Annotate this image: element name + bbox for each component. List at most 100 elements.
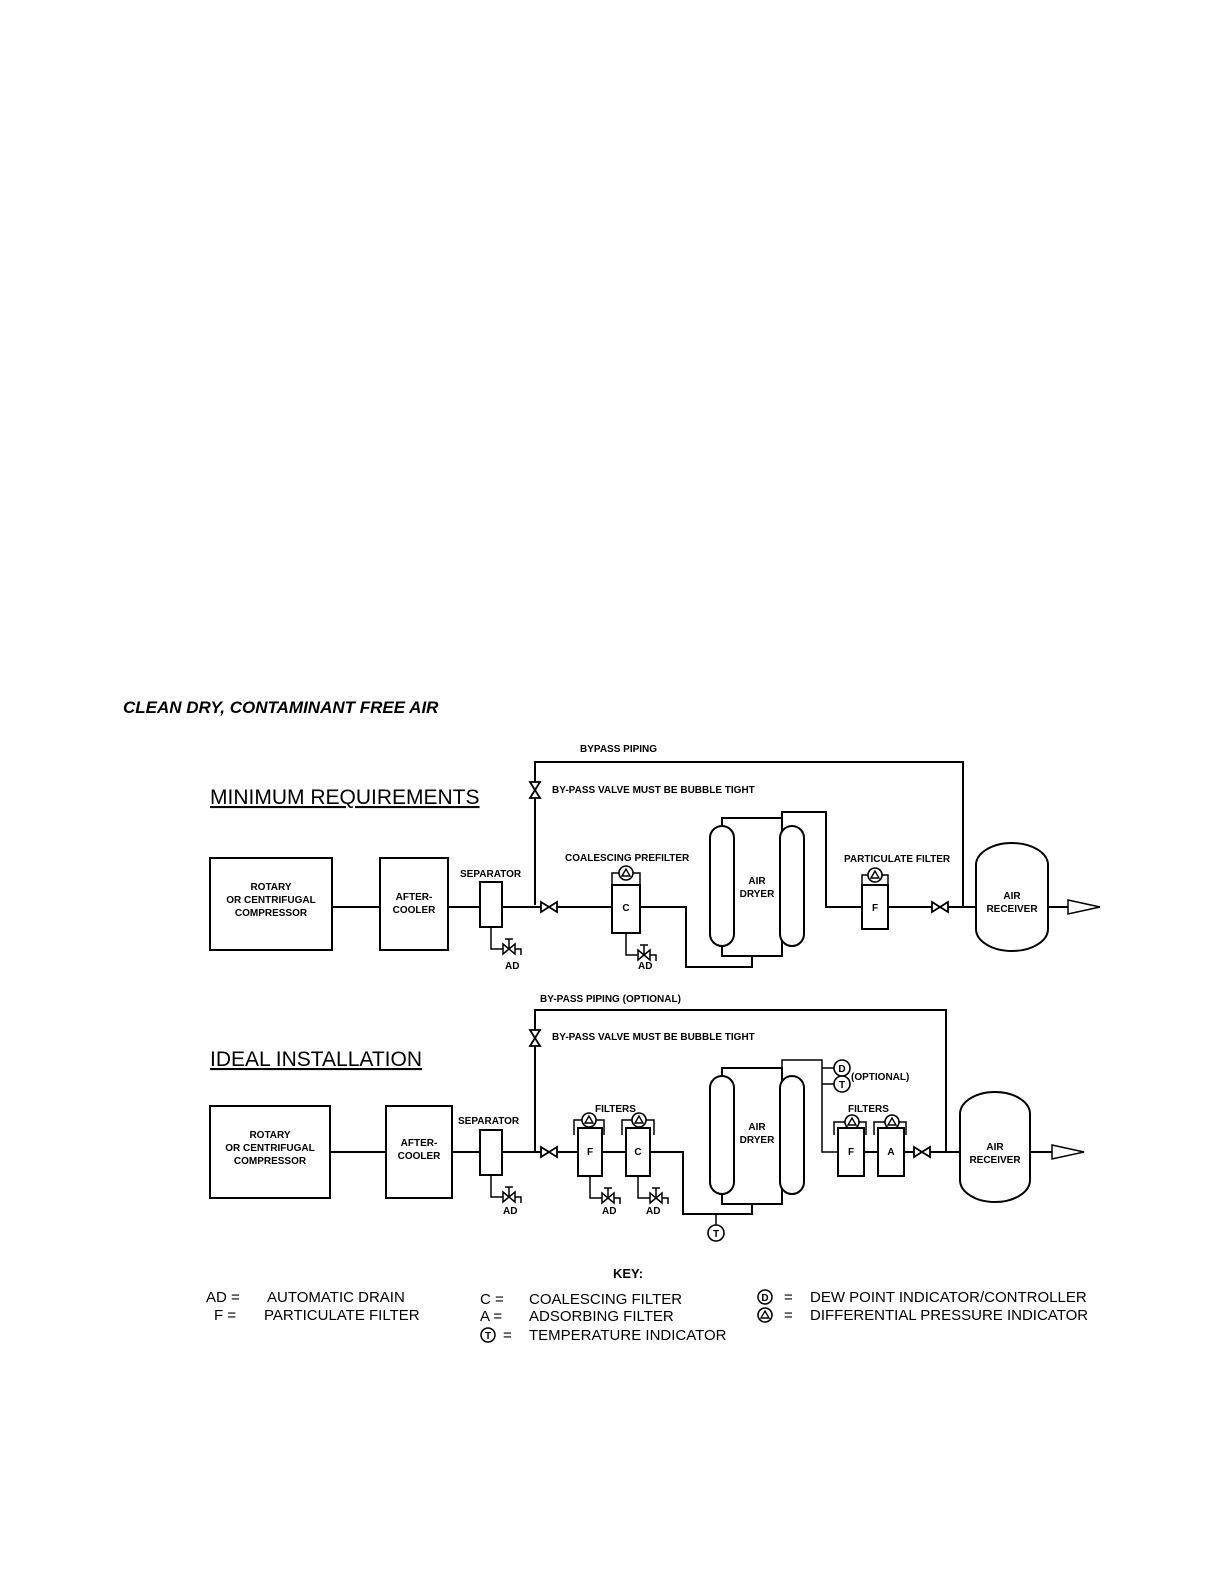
dryer-tower-right [779,825,805,947]
separator-drain-label: AD [505,961,519,972]
legend-key: KEY: AD = AUTOMATIC DRAIN F = PARTICULAT… [206,1266,1088,1344]
coalescing-prefilter-box [611,884,641,934]
prefilter-letter: C [622,903,629,914]
ideal-outlet-valve-icon [913,1146,931,1158]
bypass-piping-label: BYPASS PIPING [580,744,657,755]
ideal-filter-a-box [877,1127,905,1177]
ideal-optional-label: (OPTIONAL) [851,1072,909,1083]
ideal-filter-f2-letter: F [848,1147,854,1158]
key-d-symbol: D [761,1293,768,1304]
aftercooler-box [379,857,449,951]
key-equals-d: = [784,1289,793,1306]
ideal-compressor-label-2: OR CENTRIFUGAL [225,1143,314,1154]
ideal-separator-drain-icon [490,1174,522,1204]
key-diff-pressure-icon [757,1307,773,1323]
particulate-letter: F [872,903,878,914]
receiver-label-2: RECEIVER [986,904,1038,915]
ideal-dryer-tower-right [779,1075,805,1195]
ideal-filter-f-drain-icon [589,1175,621,1205]
ideal-diff-pressure-icon-1 [581,1112,597,1128]
key-a-text: ADSORBING FILTER [529,1308,674,1325]
ideal-aftercooler-box [385,1105,453,1199]
ideal-filter-f-box [577,1127,603,1177]
ideal-bypass-valve-icon [529,1029,541,1047]
bypass-valve-icon [529,781,541,799]
ideal-separator-label: SEPARATOR [458,1116,520,1127]
particulate-label: PARTICULATE FILTER [844,854,951,865]
receiver-label-1: AIR [1003,891,1021,902]
key-c-text: COALESCING FILTER [529,1291,682,1308]
diff-pressure-icon-2 [867,867,883,883]
ideal-diff-pressure-icon-2 [631,1112,647,1128]
ideal-receiver-label-2: RECEIVER [969,1155,1021,1166]
temperature-indicator-icon-2 [833,1075,851,1093]
ideal-separator-drain-label: AD [503,1206,517,1217]
compressor-label-2: OR CENTRIFUGAL [226,895,315,906]
key-a-symbol: A = [480,1308,502,1325]
ideal-aftercooler-label-1: AFTER- [401,1138,438,1149]
ideal-temp-symbol-2: T [839,1080,845,1091]
dryer-label-2: DRYER [740,889,775,900]
key-t-text: TEMPERATURE INDICATOR [529,1327,727,1344]
outlet-valve-icon [931,901,949,913]
ideal-receiver-label-1: AIR [986,1142,1004,1153]
ideal-compressor-box [209,1105,331,1199]
key-dew-point-icon [757,1289,773,1305]
key-ad-text: AUTOMATIC DRAIN [267,1289,405,1306]
key-c-symbol: C = [480,1291,504,1308]
ideal-outlet-arrow-icon [1051,1144,1085,1160]
key-heading: KEY: [613,1266,643,1281]
key-d-text: DEW POINT INDICATOR/CONTROLLER [810,1289,1087,1306]
aftercooler-label-2: COOLER [393,905,437,916]
ideal-dryer-tower-left [709,1075,735,1195]
compressor-label-3: COMPRESSOR [235,908,308,919]
ideal-aftercooler-label-2: COOLER [398,1151,442,1162]
ideal-inlet-valve-icon [540,1146,558,1158]
separator-label: SEPARATOR [460,869,522,880]
compressor-box [209,857,333,951]
ideal-filter-f-letter: F [587,1147,593,1158]
dryer-label-1: AIR [748,876,766,887]
outlet-arrow-icon [1067,899,1101,915]
prefilter-drain-label: AD [638,961,652,972]
compressor-label-1: ROTARY [250,882,291,893]
ideal-filters-label-1: FILTERS [595,1104,636,1115]
ideal-dryer-label-2: DRYER [740,1135,775,1146]
ideal-dryer-label-1: AIR [748,1122,766,1133]
key-equals-dp: = [784,1307,793,1324]
bypass-valve-label: BY-PASS VALVE MUST BE BUBBLE TIGHT [552,785,755,796]
ideal-bypass-piping-label: BY-PASS PIPING (OPTIONAL) [540,994,681,1005]
key-f-symbol: F = [214,1307,236,1324]
air-receiver-tank [975,842,1049,952]
separator-box [479,881,503,928]
temperature-indicator-icon [707,1224,725,1242]
key-dp-text: DIFFERENTIAL PRESSURE INDICATOR [810,1307,1088,1324]
diff-pressure-icon-1 [618,865,634,881]
ideal-filter-a-letter: A [887,1147,894,1158]
ideal-compressor-label-3: COMPRESSOR [234,1156,307,1167]
key-temperature-icon [480,1327,496,1343]
ideal-compressor-label-1: ROTARY [249,1130,290,1141]
ideal-bypass-valve-label: BY-PASS VALVE MUST BE BUBBLE TIGHT [552,1032,755,1043]
minimum-heading: MINIMUM REQUIREMENTS [210,786,480,809]
dryer-tower-left [709,825,735,947]
separator-drain-icon [490,926,522,956]
key-ad-symbol: AD = [206,1289,240,1306]
ideal-air-receiver-tank [959,1091,1031,1203]
ideal-filter-c-letter: C [634,1147,641,1158]
ideal-temp-symbol: T [713,1229,719,1240]
ideal-filter-f-drain-label: AD [602,1206,616,1217]
ideal-heading: IDEAL INSTALLATION [210,1048,422,1071]
key-equals-t: = [503,1327,512,1344]
ideal-filter-c-drain-icon [637,1175,669,1205]
ideal-filters-label-2: FILTERS [848,1104,889,1115]
key-f-text: PARTICULATE FILTER [264,1307,420,1324]
ideal-dew-symbol: D [838,1064,845,1075]
page-title: CLEAN DRY, CONTAMINANT FREE AIR [123,698,439,717]
key-t-symbol: T [485,1331,491,1342]
ideal-diff-pressure-icon-4 [884,1114,900,1130]
ideal-diff-pressure-icon-3 [844,1114,860,1130]
minimum-requirements-diagram: MINIMUM REQUIREMENTS BYPASS PIPING BY-PA… [209,744,1101,972]
inlet-valve-icon [540,901,558,913]
